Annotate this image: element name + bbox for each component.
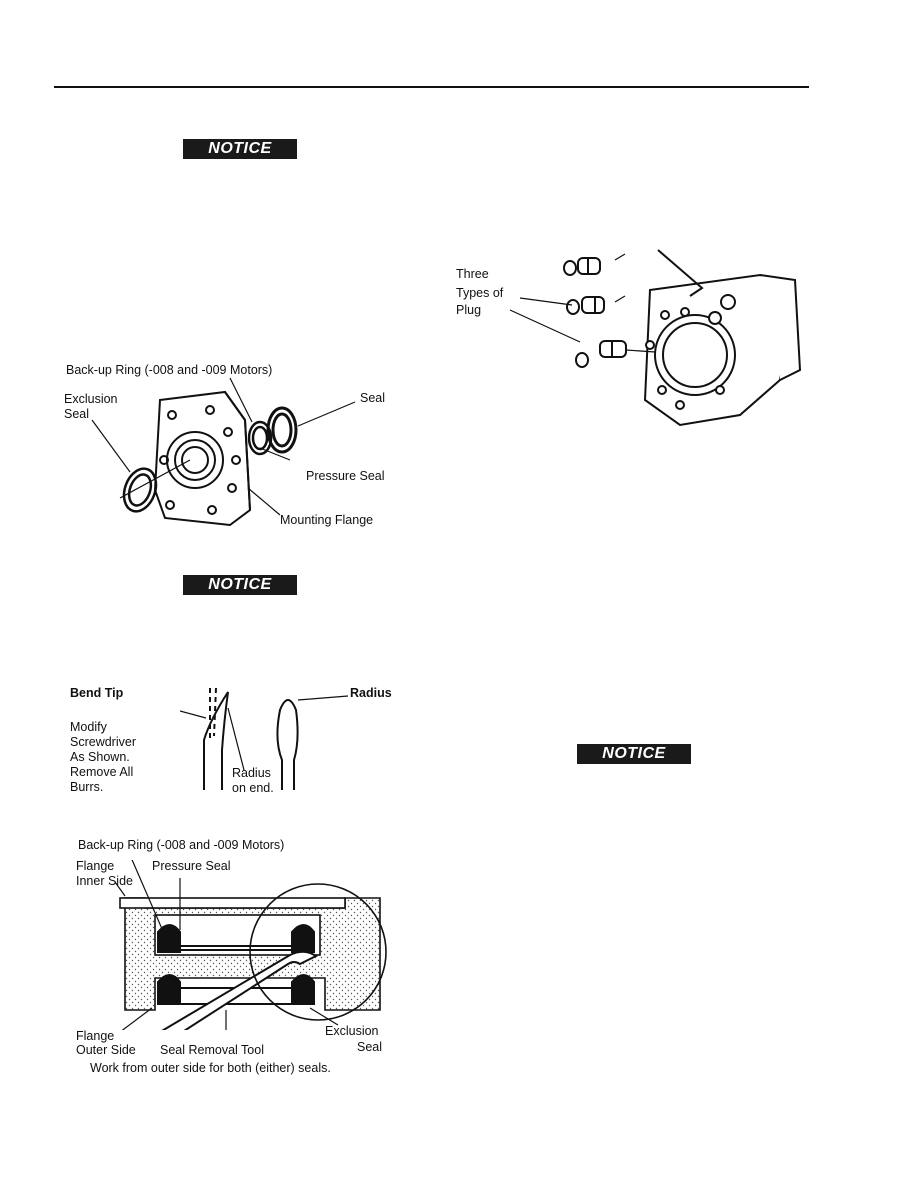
notice-badge: NOTICE [577, 744, 691, 764]
label-flange-inner: Flange [76, 859, 115, 873]
motor-housing [643, 273, 802, 427]
header-rule [54, 86, 809, 88]
bent-screwdriver [203, 687, 229, 790]
allen-key-icon [657, 249, 704, 297]
motor-housing-drawing [509, 249, 802, 427]
label-exclusion-seal: Exclusion [64, 392, 118, 406]
notice-badge: NOTICE [183, 139, 297, 159]
label-pressure-seal: Pressure Seal [306, 469, 385, 483]
detail-circle [249, 883, 387, 1021]
seal-section-figure [80, 854, 400, 1042]
plugs-figure [440, 240, 810, 440]
label-three-types: Plug [456, 303, 482, 317]
leader-lines [114, 854, 339, 1038]
notice-badge: NOTICE [183, 575, 297, 595]
label-bend-tip: Bend Tip [70, 686, 124, 700]
mounting-flange-plate [153, 390, 252, 527]
label-modify-screwdriver: Burrs. [70, 780, 104, 794]
label-radius: Radius [350, 686, 392, 700]
plug-type-2 [566, 296, 605, 315]
label-seal-removal-tool: Seal Removal Tool [160, 1043, 264, 1057]
label-exclusion-seal-section: Seal [357, 1040, 383, 1054]
exclusion-seal-ring [122, 467, 158, 513]
label-flange-outer: Flange [76, 1029, 115, 1043]
seal-removal-tool [152, 950, 318, 1042]
label-exclusion-seal-section: Exclusion [325, 1024, 379, 1038]
plug-type-1 [563, 257, 601, 276]
leader-lines [131, 695, 349, 771]
flange-exploded-figure [60, 360, 400, 540]
plug-type-3 [575, 340, 627, 368]
leader-lines [509, 253, 656, 353]
label-mounting-flange: Mounting Flange [280, 513, 374, 527]
flange-drawing [91, 377, 356, 527]
pressure-seal-ring [247, 420, 273, 456]
label-modify-screwdriver: Screwdriver [70, 735, 136, 749]
label-modify-screwdriver: As Shown. [70, 750, 130, 764]
label-radius-on-end: on end. [232, 781, 274, 795]
label-three-types: Types of [456, 286, 504, 300]
label-backup-ring-section: Back-up Ring (-008 and -009 Motors) [78, 838, 285, 852]
section-drawing [114, 854, 387, 1042]
label-flange-inner: Inner Side [76, 874, 133, 888]
label-backup-ring: Back-up Ring (-008 and -009 Motors) [66, 363, 273, 377]
label-seal: Seal [360, 391, 386, 405]
label-modify-screwdriver: Remove All [70, 765, 134, 779]
label-three-types: Three [456, 267, 489, 281]
label-modify-screwdriver: Modify [70, 720, 107, 734]
label-exclusion-seal: Seal [64, 407, 90, 421]
figure-caption: Work from outer side for both (either) s… [90, 1061, 331, 1075]
radius-screwdriver [276, 699, 299, 790]
leader-lines [91, 377, 356, 516]
label-pressure-seal-section: Pressure Seal [152, 859, 231, 873]
label-flange-outer: Outer Side [76, 1043, 136, 1057]
label-radius-on-end: Radius [232, 766, 271, 780]
seal-ring [266, 406, 298, 454]
